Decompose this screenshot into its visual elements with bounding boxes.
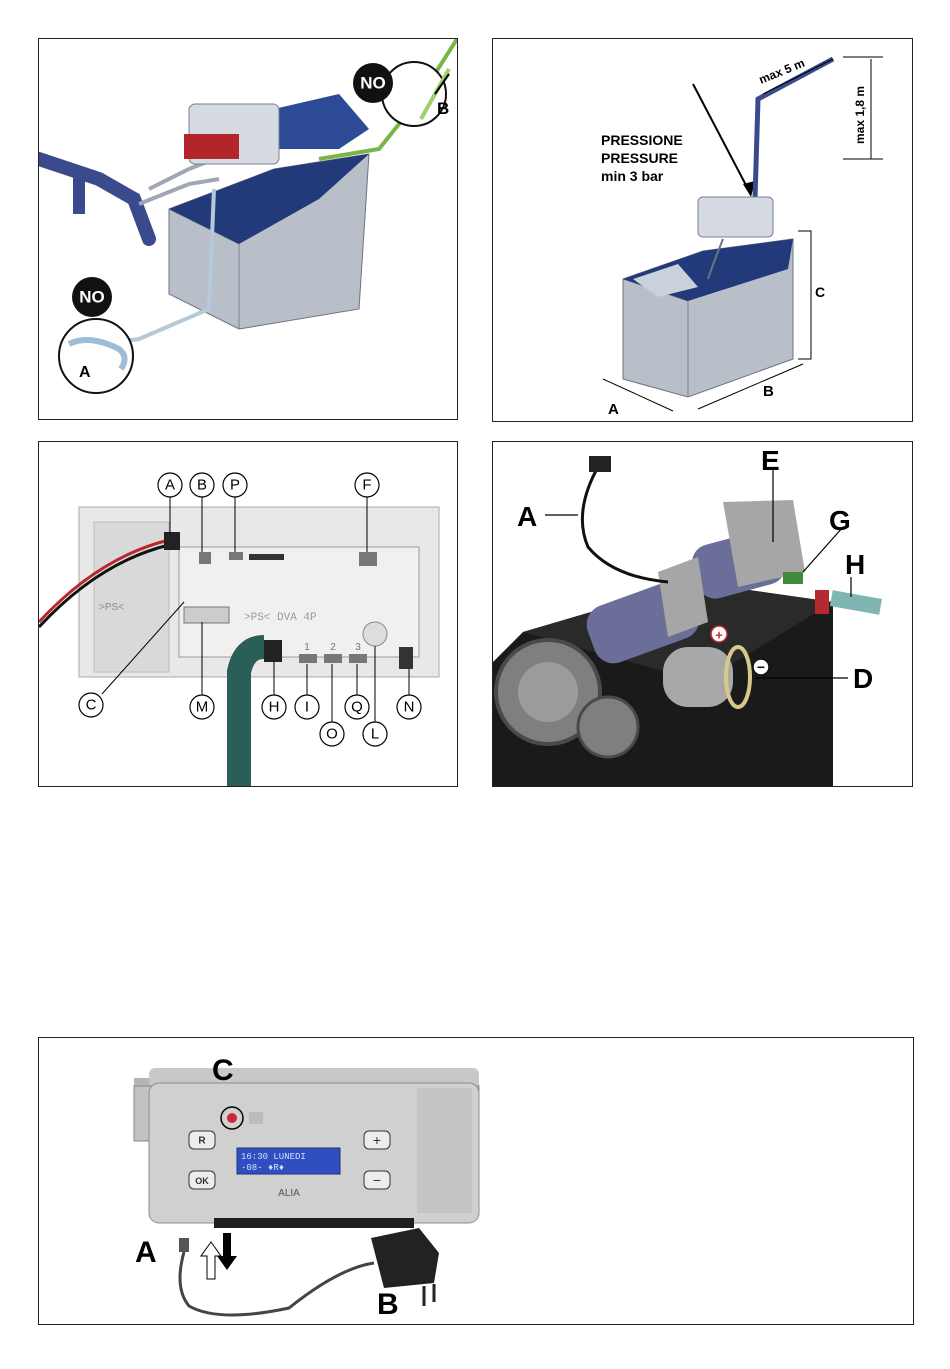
dimension-b: B [763,383,774,400]
label-c: C [212,1054,234,1087]
callout-b: B [197,477,207,494]
display-line-2: -08- ♦R♦ [241,1163,284,1173]
board-number-1: 1 [304,642,310,653]
figure-panel-power-supply: 16:30 LUNEDI -08- ♦R♦ ALIA R OK + − C A … [38,1037,914,1325]
max-height-label: max 1,8 m [853,86,867,144]
board-number-3: 3 [355,642,361,653]
valve-motor-illustration: + − A E G H D [493,442,912,786]
pressure-label-line1: PRESSIONE [601,132,683,148]
side-label: >PS< [99,602,124,613]
label-a: A [135,1236,157,1269]
label-a-cable: A [517,501,537,532]
pressure-label-line3: min 3 bar [601,168,664,184]
pressure-label-line2: PRESSURE [601,150,678,166]
control-board-illustration: >PS< >PS< DVA 4P 1 2 3 [39,442,457,786]
board-number-2: 2 [330,642,336,653]
label-e: E [761,445,780,476]
figure-panel-valve-motor: + − A E G H D [492,441,913,787]
brand-logo: ALIA [278,1188,300,1199]
no-badge-top: NO [360,74,386,93]
dimension-c: C [815,284,825,300]
drain-connection-illustration: NO B NO A [39,39,457,419]
minus-marker: − [757,659,765,675]
power-supply-illustration: 16:30 LUNEDI -08- ♦R♦ ALIA R OK + − C A … [39,1038,913,1324]
callout-p: P [230,477,240,494]
figure-panel-drain-connections: NO B NO A [38,38,458,420]
installation-dimensions-illustration: max 5 m max 1,8 m PRESSIONE PRESSURE min… [493,39,912,421]
plus-marker: + [715,628,723,643]
callout-f: F [362,477,371,494]
board-text: >PS< DVA 4P [244,612,317,624]
callout-i: I [305,699,309,716]
no-badge-bottom: NO [79,288,105,307]
max-length-label: max 5 m [757,56,807,87]
label-g: G [829,505,851,536]
callout-m: M [196,699,209,716]
ok-button-label: OK [195,1176,209,1186]
display-line-1: 16:30 LUNEDI [241,1152,306,1162]
reset-button-label: R [198,1136,206,1147]
callout-q: Q [351,699,363,716]
label-b: B [377,1288,399,1321]
callout-l: L [371,726,379,743]
minus-button-label: − [373,1172,381,1188]
callout-a: A [165,477,175,494]
callout-n: N [404,699,415,716]
label-h: H [845,549,865,580]
callout-o: O [326,726,338,743]
label-b: B [437,99,449,118]
callout-h: H [269,699,280,716]
figure-panel-control-board: >PS< >PS< DVA 4P 1 2 3 [38,441,458,787]
plus-button-label: + [373,1132,381,1148]
figure-panel-installation-dimensions: max 5 m max 1,8 m PRESSIONE PRESSURE min… [492,38,913,422]
label-a: A [79,364,91,381]
callout-c: C [86,697,97,714]
dimension-a: A [608,401,619,418]
label-d: D [853,663,873,694]
